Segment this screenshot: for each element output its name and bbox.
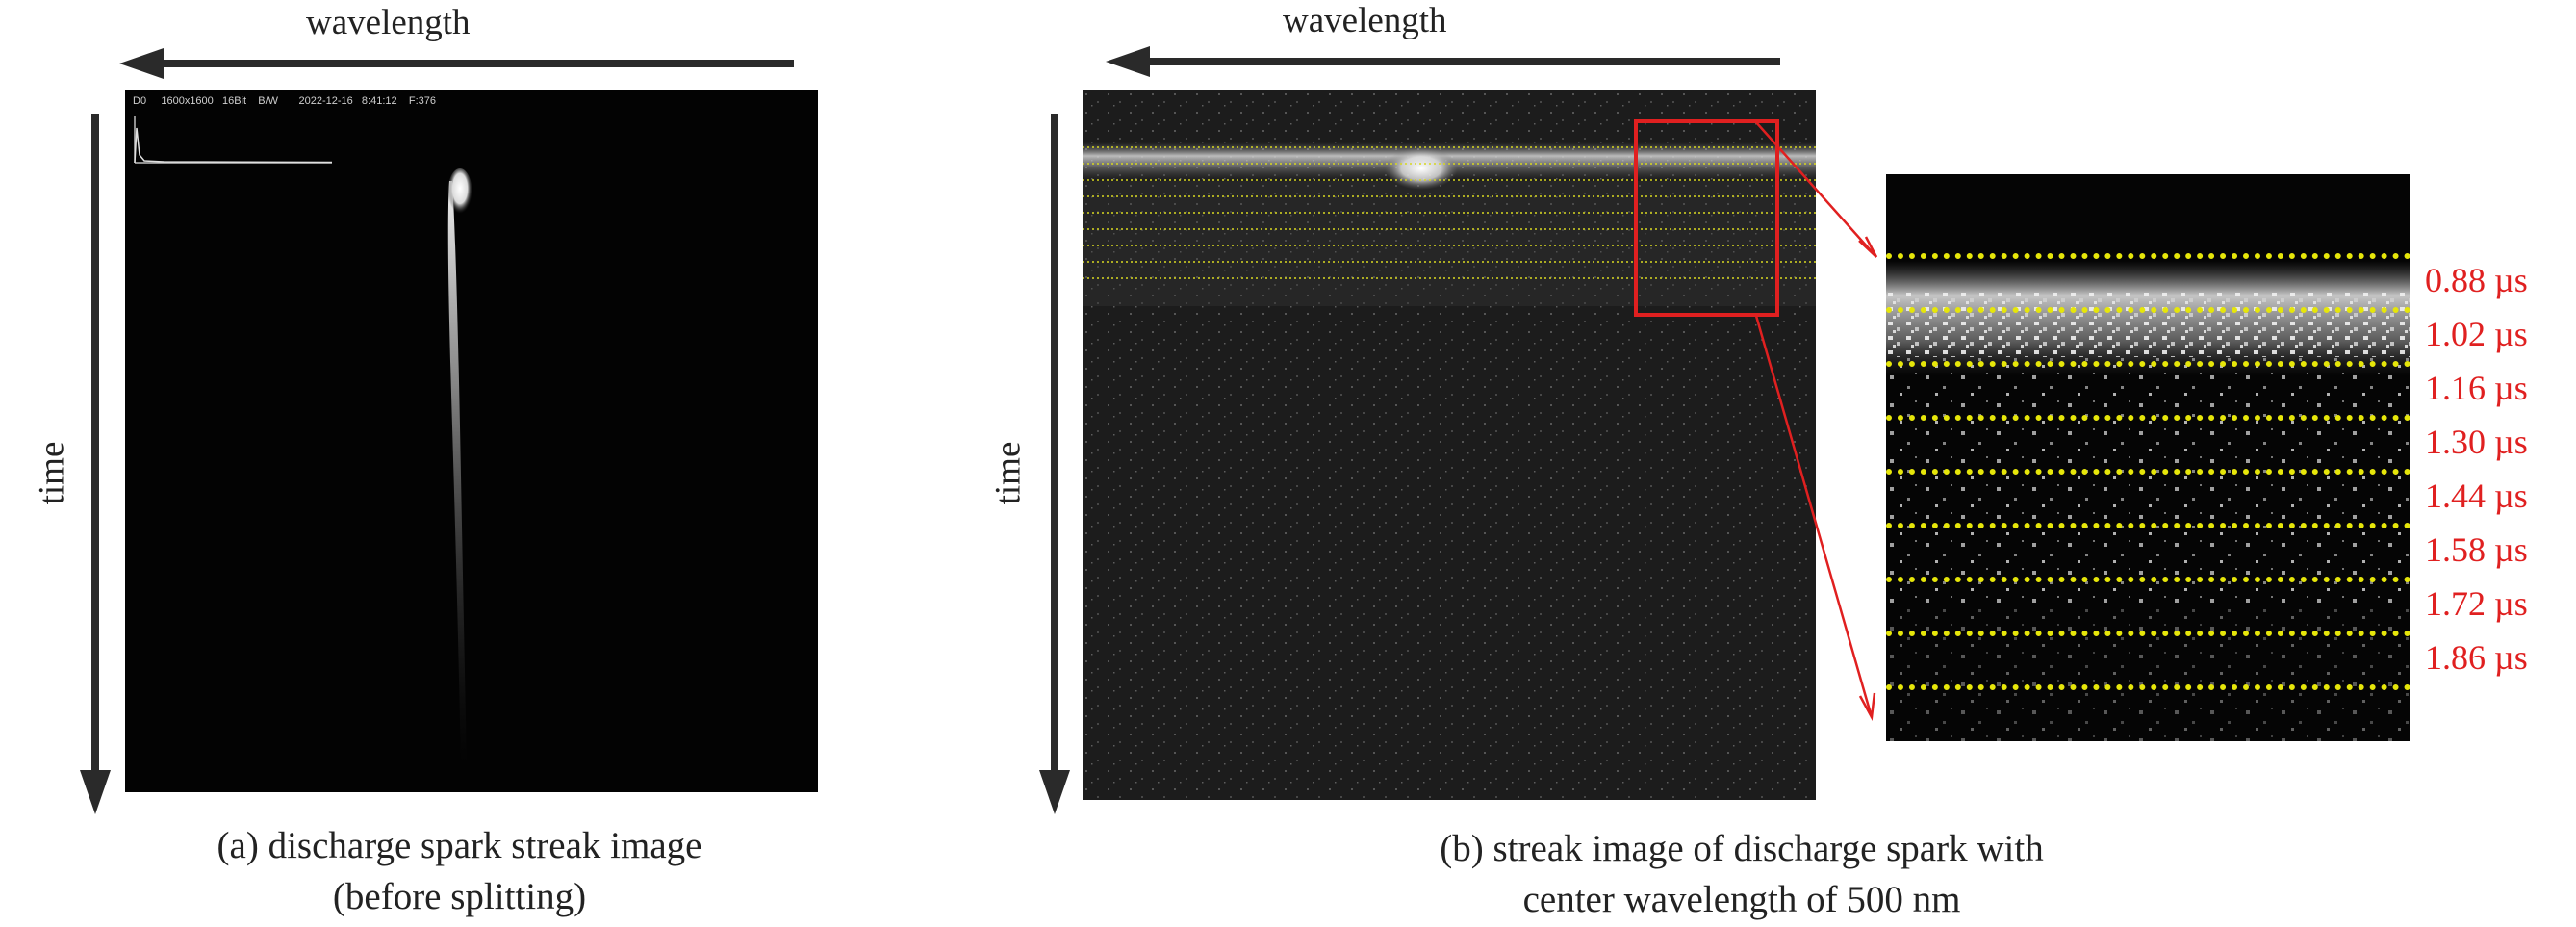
time-arrowhead-b (1039, 770, 1070, 814)
time-label-6: 1.72 µs (2425, 584, 2528, 623)
time-label-1: 1.02 µs (2425, 315, 2528, 353)
time-label-3: 1.30 µs (2425, 423, 2528, 461)
wavelength-axis-label-b: wavelength (1283, 1, 1447, 40)
time-label-7: 1.86 µs (2425, 638, 2528, 677)
time-label-5: 1.58 µs (2425, 530, 2528, 569)
hud-bit-depth: 16Bit (221, 95, 247, 107)
streak-image-b-graphics (1083, 90, 1816, 800)
streak-image-a: D0 1600x1600 16Bit B/W 2022-12-16 8:41:1… (125, 90, 818, 792)
streak-image-b (1083, 90, 1816, 800)
wavelength-arrow-b (1148, 58, 1780, 65)
gridlines-b (1083, 146, 1816, 279)
time-label-2: 1.16 µs (2425, 369, 2528, 407)
wavelength-axis-label-a: wavelength (306, 3, 471, 42)
time-label-4: 1.44 µs (2425, 476, 2528, 515)
time-gridline (1886, 523, 2410, 528)
time-axis-label-b: time (988, 441, 1029, 505)
hud-datetime: 2022-12-16 8:41:12 (298, 95, 397, 107)
roi-box (1634, 119, 1779, 317)
spark-tail (447, 181, 467, 763)
hud-frame: F:376 (408, 95, 436, 107)
time-gridline (1886, 631, 2410, 636)
wavelength-arrowhead-a (119, 48, 164, 79)
zoom-connector (1754, 121, 1878, 722)
time-gridline (1886, 684, 2410, 690)
time-gridline (1886, 253, 2410, 259)
wavelength-arrow-a (162, 60, 794, 67)
caption-b-line1: (b) streak image of discharge spark with (1440, 828, 2044, 869)
time-gridline (1886, 469, 2410, 475)
caption-b-line2: center wavelength of 500 nm (1522, 878, 1961, 920)
time-gridline (1886, 577, 2410, 582)
time-gridline (1886, 307, 2410, 313)
hud-resolution: 1600x1600 (161, 95, 214, 107)
time-arrow-b (1051, 114, 1058, 778)
time-label-0: 0.88 µs (2425, 261, 2528, 299)
time-arrow-a (91, 114, 99, 778)
zoom-inset (1886, 174, 2410, 741)
hud-mode: B/W (258, 95, 279, 107)
wavelength-arrowhead-b (1106, 46, 1150, 77)
time-arrowhead-a (80, 770, 111, 814)
caption-a-line2: (before splitting) (332, 875, 587, 917)
time-gridline (1886, 361, 2410, 367)
caption-a-line1: (a) discharge spark streak image (217, 825, 702, 866)
time-axis-label-a: time (32, 441, 72, 505)
zoom-inset-graphics (1886, 261, 2410, 741)
hot-spot (1385, 147, 1458, 190)
caption-a: (a) discharge spark streak image (before… (159, 821, 760, 922)
histogram-inset (134, 116, 333, 164)
spark-head (447, 168, 472, 219)
hud-readout: D0 1600x1600 16Bit B/W 2022-12-16 8:41:1… (133, 95, 436, 107)
caption-b: (b) streak image of discharge spark with… (1366, 824, 2117, 925)
time-gridline (1886, 415, 2410, 421)
streak-image-a-graphics (134, 116, 472, 763)
hud-channel: D0 (133, 95, 147, 107)
